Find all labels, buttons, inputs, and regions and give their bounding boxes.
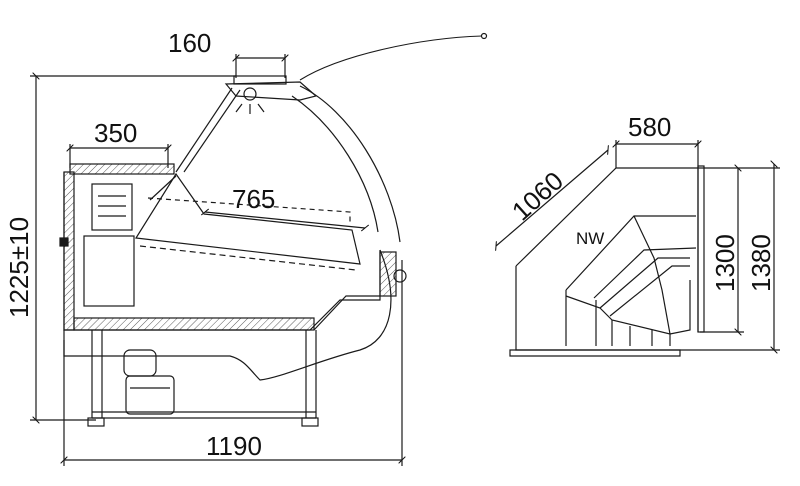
label-160: 160 [168,28,211,58]
label-nw: NW [576,229,604,248]
dim-1300 [698,168,780,332]
controller [379,251,407,297]
rear-glass-2 [183,89,241,173]
cabinet-body [59,171,381,331]
side-view [30,32,488,466]
front-curve [150,249,392,381]
label-1300: 1300 [710,234,740,292]
base-frame [87,330,319,427]
corner-outline [509,165,705,357]
lamp-cable [299,35,483,81]
dim-765 [205,212,365,228]
display-shelf [134,172,361,271]
label-1225: 1225±10 [4,217,34,318]
label-1380: 1380 [746,234,776,292]
rear-glass [175,87,233,173]
label-765: 765 [232,184,275,214]
corner-view [496,140,780,357]
label-350: 350 [94,118,137,148]
compressor [123,349,175,415]
cable-end [480,32,488,40]
dim-height [30,76,236,420]
dim-580 [616,140,698,168]
label-580: 580 [628,112,671,142]
label-1190: 1190 [206,431,262,461]
dim-1060 [496,150,608,246]
glass-outer [299,85,401,243]
front-lower [63,340,150,357]
glass-inner [291,95,379,233]
dim-1380 [676,164,780,350]
dim-160 [236,54,285,78]
corner-tiers [565,215,697,346]
canopy [224,75,318,114]
label-1060: 1060 [506,165,569,226]
countertop [69,163,175,175]
